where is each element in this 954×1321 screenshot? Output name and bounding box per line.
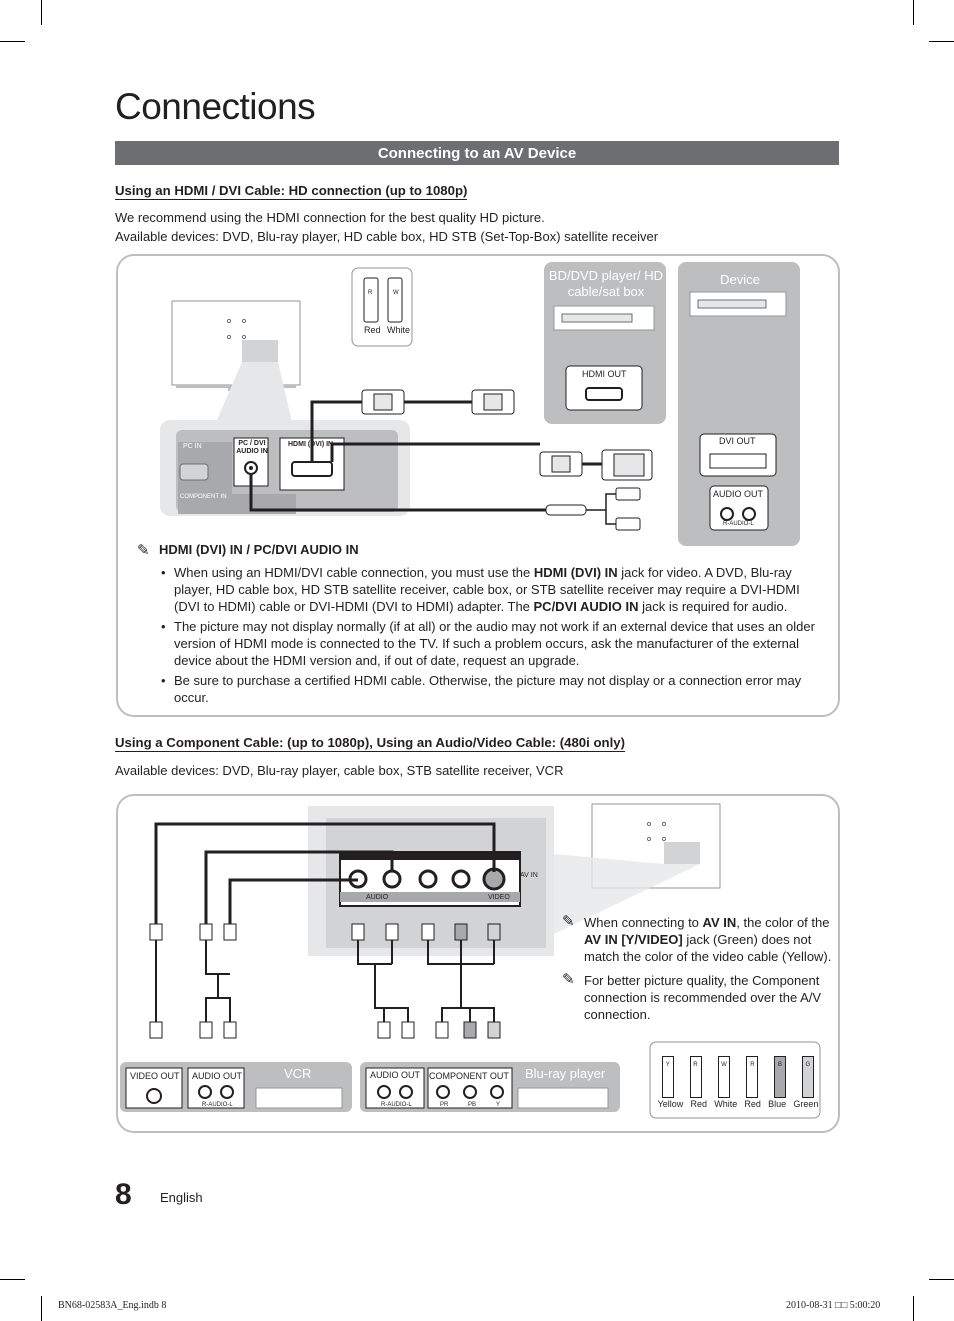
bluray-audio-out-label: AUDIO OUT xyxy=(370,1070,421,1080)
pb-label: PB xyxy=(468,1102,477,1108)
bullet-item: The picture may not display normally (if… xyxy=(159,618,815,669)
hdmi-note-title: HDMI (DVI) IN / PC/DVI AUDIO IN xyxy=(159,542,359,557)
pencil-note-icon: ✎ xyxy=(562,971,575,988)
print-info-left: BN68-02583A_Eng.indb 8 xyxy=(58,1300,167,1311)
tv-pc-dvi-audio-label: PC / DVI AUDIO IN xyxy=(236,440,268,455)
note-title-pc-dvi: PC/DVI AUDIO IN xyxy=(253,542,359,557)
crop-mark xyxy=(0,41,25,42)
hdmi-note-bullets: When using an HDMI/DVI cable connection,… xyxy=(159,564,815,709)
legend-letters: Y R W R B G xyxy=(665,1062,811,1068)
vcr-video-out-label: VIDEO OUT xyxy=(130,1071,180,1081)
r-audio-l-label: R-AUDIO-L xyxy=(723,521,754,527)
page-number: 8 xyxy=(115,1178,132,1211)
vcr-r-audio-l-label: R-AUDIO-L xyxy=(202,1102,233,1108)
audio-out-label: AUDIO OUT xyxy=(713,489,764,499)
legend-label: Red xyxy=(690,1099,707,1109)
legend-plug xyxy=(774,1056,786,1098)
component-intro: Available devices: DVD, Blu-ray player, … xyxy=(115,763,564,778)
note-title-hdmi: HDMI (DVI) IN xyxy=(159,542,243,557)
plug-w-label: W xyxy=(393,290,399,296)
vcr-audio-out-label: AUDIO OUT xyxy=(192,1071,243,1081)
cable-red-label: Red xyxy=(364,325,381,335)
legend-plug xyxy=(718,1056,730,1098)
pencil-note-icon: ✎ xyxy=(562,913,575,930)
bd-panel-title: BD/DVD player/ HD cable/sat box xyxy=(548,268,664,299)
cable-color-legend: Yellow Red White Red Blue Green xyxy=(654,1048,822,1118)
plug-r-label: R xyxy=(368,290,373,296)
legend-plug xyxy=(746,1056,758,1098)
component-heading: Using a Component Cable: (up to 1080p), … xyxy=(115,735,625,752)
bluray-component-out-label: COMPONENT OUT xyxy=(429,1071,509,1081)
component-note-2: For better picture quality, the Componen… xyxy=(584,973,822,1022)
crop-mark xyxy=(913,1296,914,1321)
dvi-out-label: DVI OUT xyxy=(719,436,756,446)
crop-mark xyxy=(929,1279,954,1280)
bluray-label: Blu-ray player xyxy=(525,1066,606,1081)
crop-mark xyxy=(913,0,914,25)
tv-av-in-label: AV IN xyxy=(520,872,538,879)
vcr-label: VCR xyxy=(284,1066,312,1081)
legend-label: Green xyxy=(793,1099,819,1109)
section-banner: Connecting to an AV Device xyxy=(115,141,839,165)
legend-label: Red xyxy=(744,1099,761,1109)
tv-pc-in-label: PC IN xyxy=(183,443,202,450)
cable-white-label: White xyxy=(387,325,411,335)
crop-mark xyxy=(41,0,42,25)
hdmi-heading: Using an HDMI / DVI Cable: HD connection… xyxy=(115,183,468,200)
bluray-r-audio-l-label: R-AUDIO-L xyxy=(381,1102,412,1108)
legend-label: White xyxy=(714,1099,738,1109)
y-label: Y xyxy=(496,1102,501,1108)
tv-component-in-label: COMPONENT IN xyxy=(180,494,227,500)
legend-plug xyxy=(662,1056,674,1098)
hdmi-intro-2: Available devices: DVD, Blu-ray player, … xyxy=(115,229,659,244)
hdmi-intro-1: We recommend using the HDMI connection f… xyxy=(115,210,545,225)
crop-mark xyxy=(929,41,954,42)
pencil-note-icon: ✎ xyxy=(137,542,150,559)
tv-audio-label: AUDIO xyxy=(366,894,389,901)
component-note-1: When connecting to AV IN, the color of t… xyxy=(584,915,832,964)
tv-video-label: VIDEO xyxy=(488,894,510,901)
pr-label: PR xyxy=(440,1102,449,1108)
legend-label: Yellow xyxy=(657,1099,684,1109)
device-panel-title: Device xyxy=(720,272,760,287)
legend-plug xyxy=(802,1056,814,1098)
bullet-item: When using an HDMI/DVI cable connection,… xyxy=(159,564,815,615)
hdmi-out-label: HDMI OUT xyxy=(582,369,627,379)
hdmi-connection-diagram xyxy=(160,262,800,546)
crop-mark xyxy=(41,1296,42,1321)
tv-component-in-label-2: COMPONENT IN xyxy=(404,852,459,859)
tv-hdmi-dvi-in-label: HDMI (DVI) IN xyxy=(288,441,334,448)
legend-plug xyxy=(690,1056,702,1098)
print-info-right: 2010-08-31 □□ 5:00:20 xyxy=(786,1300,881,1311)
legend-label: Blue xyxy=(768,1099,787,1109)
crop-mark xyxy=(0,1279,25,1280)
note-title-sep: / xyxy=(242,542,254,557)
bullet-item: Be sure to purchase a certified HDMI cab… xyxy=(159,672,815,706)
page-language: English xyxy=(160,1190,203,1205)
page-title: Connections xyxy=(115,86,316,127)
